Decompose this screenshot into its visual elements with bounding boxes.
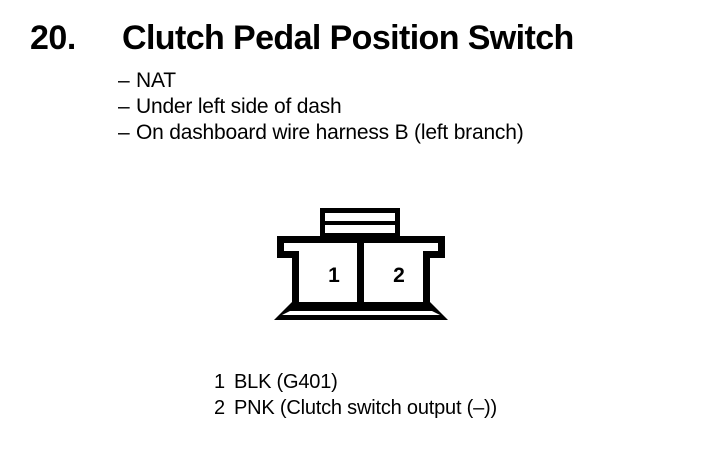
legend-row: 2 PNK (Clutch switch output (–)): [214, 395, 684, 421]
legend-pin-number: 2: [214, 397, 225, 419]
legend-pin-description: PNK (Clutch switch output (–)): [234, 397, 497, 419]
cavity-number-2: 2: [393, 264, 405, 287]
connector-diagram: 1 2: [262, 196, 482, 336]
bullet-item: –NAT: [118, 68, 678, 94]
bullet-text: NAT: [136, 69, 176, 92]
bullet-dash-icon: –: [118, 95, 130, 118]
cavity-divider: [357, 236, 364, 309]
bullet-text: Under left side of dash: [136, 95, 342, 118]
legend-pin-description: BLK (G401): [234, 371, 338, 393]
header-block: 20. Clutch Pedal Position Switch –NAT –U…: [0, 0, 704, 170]
bullet-dash-icon: –: [118, 69, 130, 92]
bullet-list: –NAT –Under left side of dash –On dashbo…: [118, 68, 678, 146]
bullet-item: –Under left side of dash: [118, 94, 678, 120]
item-number: 20.: [30, 19, 76, 57]
cavity-number-1: 1: [328, 264, 340, 287]
connector-face-view: 1 2: [274, 208, 448, 320]
legend-row: 1 BLK (G401): [214, 369, 684, 395]
legend-pin-number: 1: [214, 371, 225, 393]
bullet-text: On dashboard wire harness B (left branch…: [136, 121, 524, 144]
connector-latch-tab: [320, 208, 400, 238]
page-title: Clutch Pedal Position Switch: [122, 19, 574, 57]
bullet-item: –On dashboard wire harness B (left branc…: [118, 120, 678, 146]
bullet-dash-icon: –: [118, 121, 130, 144]
pin-legend: 1 BLK (G401) 2 PNK (Clutch switch output (…: [214, 369, 684, 421]
cavity-bottom-rail: [292, 302, 430, 310]
